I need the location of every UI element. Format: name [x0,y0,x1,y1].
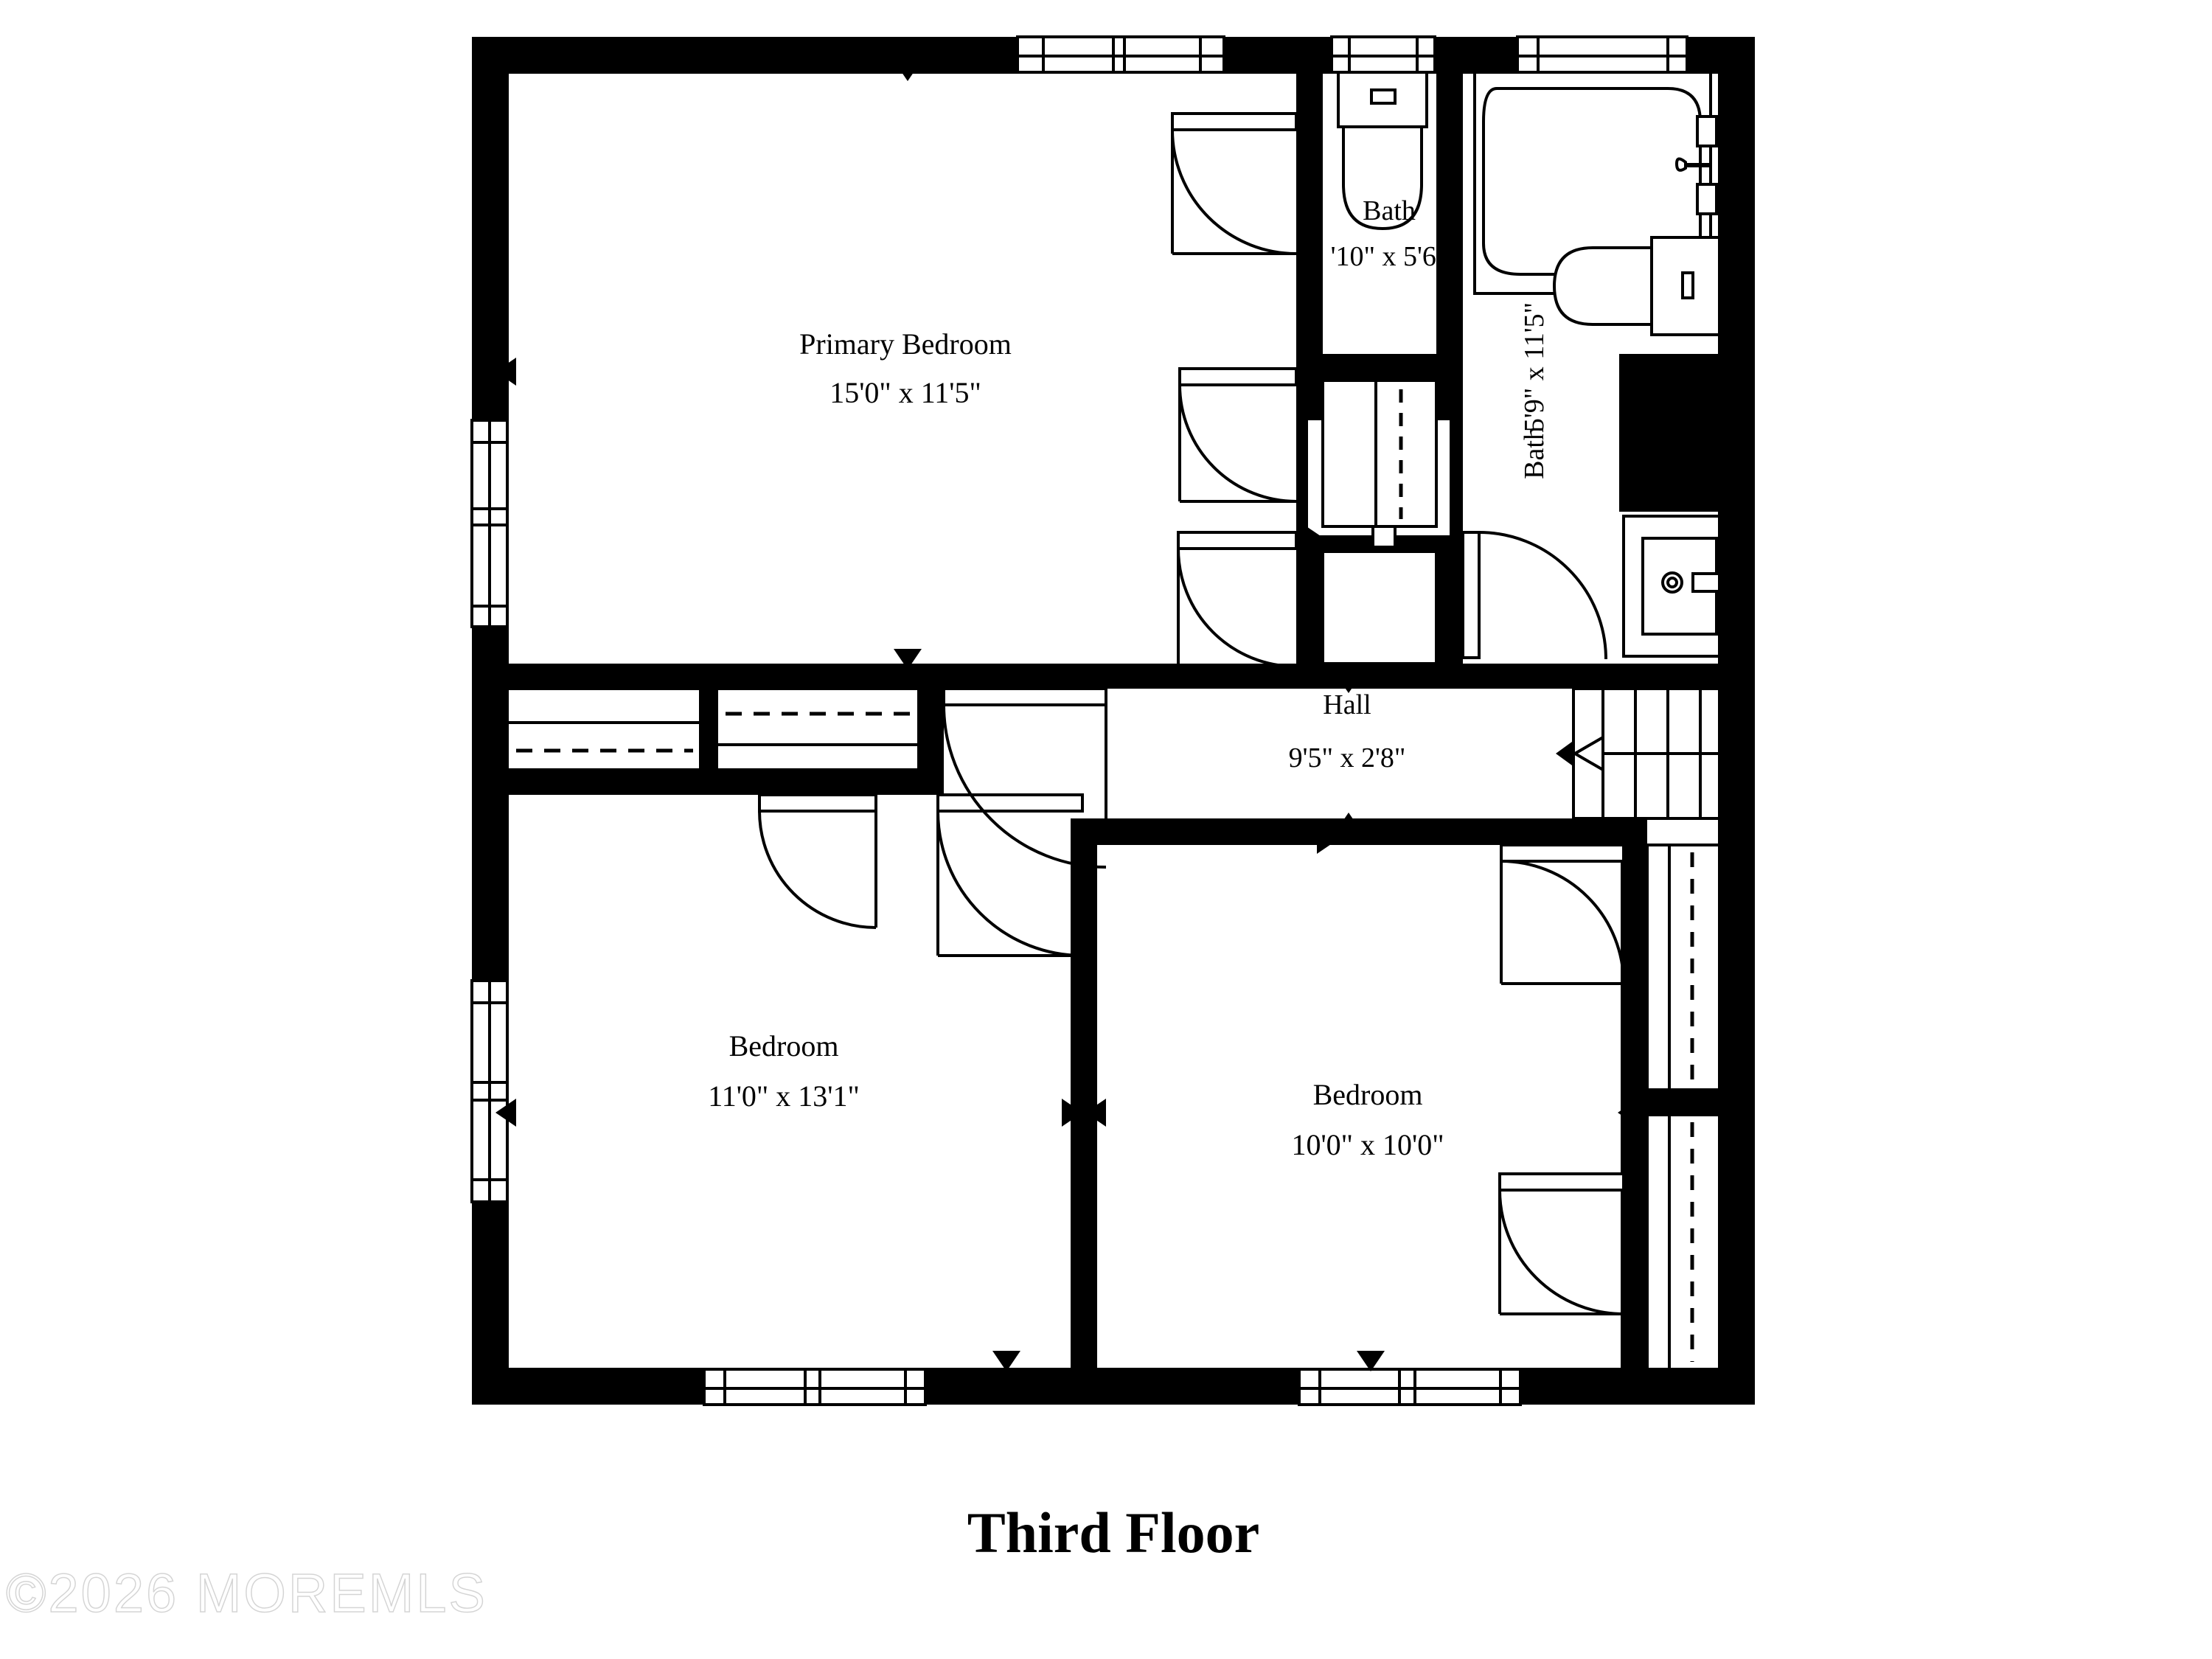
stairs-icon [1556,687,1721,820]
window-primary-top [1016,35,1225,74]
window-bedroom-left-bottom [703,1368,927,1406]
room-name-bedroom-left: Bedroom [729,1029,839,1062]
dim-marker-bath-closet [1302,524,1323,552]
window-bath-small-top [1330,35,1436,74]
window-primary-left [470,419,509,628]
interior-wall-hall-top-c [1436,664,1755,689]
dim-marker-bath-small-left [1296,204,1317,232]
closets-group [506,379,1721,1371]
dim-marker-hall-top [1335,672,1363,693]
room-name-bath-small: Bath [1363,195,1416,226]
room-label-bath-small: Bath '10" x 5'6" [1331,195,1448,272]
window-bedroom-left [470,979,509,1203]
floor-plan-title: Third Floor [967,1500,1260,1565]
interior-wall-closet-divider [700,689,717,770]
interior-wall-bath-small-bottom [1296,354,1463,380]
room-label-primary-bedroom: Primary Bedroom 15'0" x 11'5" [799,327,1012,409]
exterior-wall-bottom [472,1369,1755,1405]
dim-marker-primary-left [495,358,516,386]
room-label-bedroom-right: Bedroom 10'0" x 10'0" [1291,1078,1444,1161]
room-dimensions-bath-small: '10" x 5'6" [1331,241,1448,272]
room-dimensions-bath-large: 5'9" x 11'5" [1519,302,1550,432]
interior-wall-hall-top-left [472,664,944,689]
room-label-bath-large: Bath 5'9" x 11'5" [1519,302,1550,479]
room-dimensions-bedroom-right: 10'0" x 10'0" [1291,1128,1444,1161]
door-bath-large-to-hall [1461,531,1607,660]
door-hall-left [942,687,1107,869]
door-primary-to-hall [1177,531,1298,668]
dim-marker-bath-small-right [1442,204,1463,232]
dim-marker-bedroom-left-side [495,1099,516,1127]
room-name-bedroom-right: Bedroom [1313,1078,1423,1111]
door-primary-to-closet [1178,367,1298,503]
dim-marker-bedroom-right-left [1085,1099,1106,1127]
door-closet-right-upper [1500,844,1625,985]
dim-marker-hall-bottom [1335,813,1363,833]
dim-marker-bedroom-left-bottom [992,1351,1020,1371]
closet-right-lower [1646,1113,1721,1371]
closet-left-a [506,687,702,771]
toilet-icon-large-bath [1552,236,1721,336]
interior-wall-closet-right [919,689,944,770]
dim-marker-bedroom-right-right [1618,1099,1638,1127]
room-name-hall: Hall [1323,689,1371,720]
copyright-watermark: ©2026 MOREMLS [5,1562,487,1624]
bath-wall-recess-block [1619,354,1719,512]
door-closet-left-bedroom [758,793,877,929]
exterior-wall-right [1719,37,1755,1405]
interior-wall-closet-bottom [472,770,944,795]
closet-right-upper [1646,844,1721,1091]
interior-wall-hall-top-mid [944,664,979,689]
dim-marker-bedroom-right-top [1317,826,1338,854]
toilet-icon-small-bath [1337,71,1428,231]
dim-marker-primary-bottom [894,649,922,669]
room-name-bath-large: Bath [1519,426,1550,479]
closet-between-baths [1321,379,1438,528]
closet-hall-north [1321,550,1438,665]
dim-marker-bath-large [1442,605,1463,633]
room-labels-group: Primary Bedroom 15'0" x 11'5" Bath '10" … [708,195,1550,1161]
room-dimensions-bedroom-left: 11'0" x 13'1" [708,1079,860,1113]
room-label-bedroom-left: Bedroom 11'0" x 13'1" [708,1029,860,1113]
sink-icon-large-bath [1622,515,1740,658]
room-dimensions-hall: 9'5" x 2'8" [1289,742,1406,773]
room-dimensions-primary-bedroom: 15'0" x 11'5" [830,376,981,409]
room-label-hall: Hall 9'5" x 2'8" [1289,689,1406,773]
dimension-markers-group [495,60,1638,1371]
door-closet-right-lower [1498,1172,1625,1315]
windows-group [470,35,1688,1406]
room-name-primary-bedroom: Primary Bedroom [799,327,1012,361]
doors-group [758,112,1625,1315]
dim-marker-bedroom-right-bottom [1357,1351,1385,1371]
dim-marker-bedroom-left-right [1062,1099,1082,1127]
dim-marker-primary-top [894,60,922,81]
window-bedroom-right-bottom [1298,1368,1522,1406]
door-primary-to-bath-small [1171,112,1298,255]
window-bath-large-top [1516,35,1688,74]
closet-left-b [715,687,920,771]
